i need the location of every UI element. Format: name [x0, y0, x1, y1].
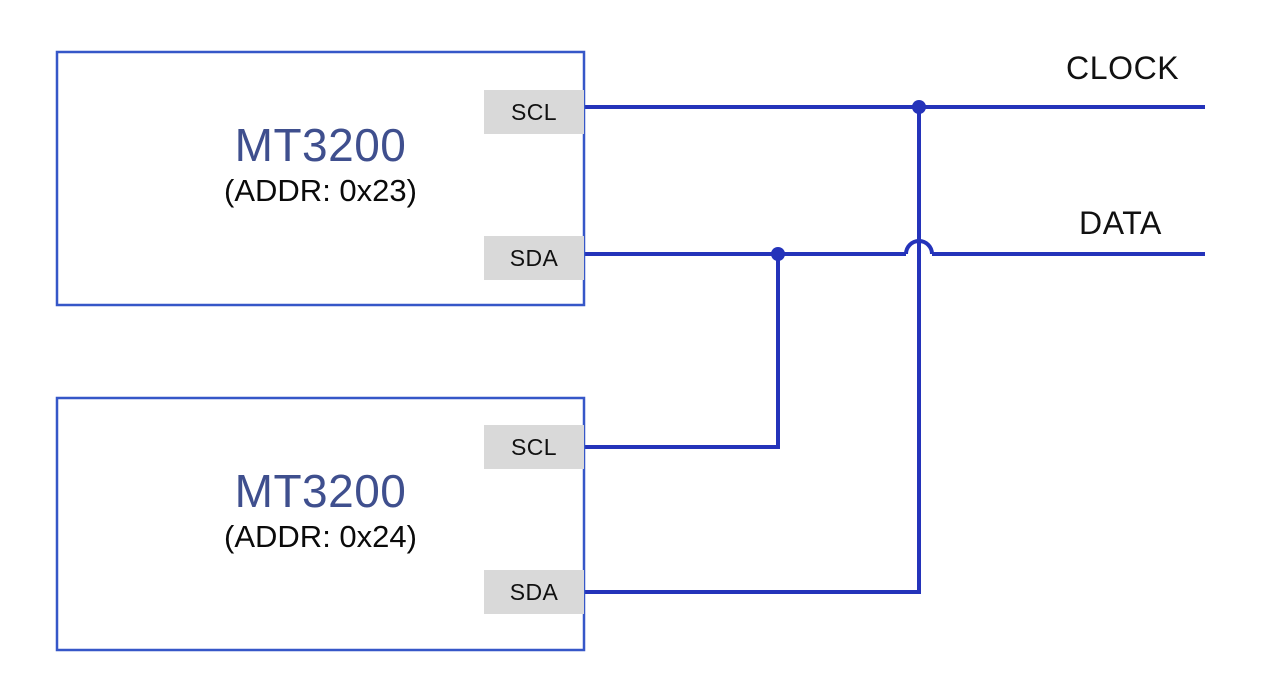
- clock-bus-junction-dot: [912, 100, 926, 114]
- chip-bottom-name: MT3200: [234, 465, 407, 517]
- wire-chip-bottom-scl-to-data-net: [584, 254, 780, 449]
- chip-top-pin-scl-label: SCL: [511, 98, 557, 125]
- chip-bottom-address: (ADDR: 0x24): [224, 518, 417, 554]
- chip-top-address: (ADDR: 0x23): [224, 172, 417, 208]
- chip-bottom-pin-scl[interactable]: SCL: [484, 425, 584, 469]
- chip-bottom[interactable]: MT3200 (ADDR: 0x24): [57, 398, 584, 650]
- chip-bottom-label-group: MT3200 (ADDR: 0x24): [57, 465, 584, 554]
- chip-bottom-pin-sda-label: SDA: [509, 578, 559, 605]
- chip-top-pin-sda[interactable]: SDA: [484, 236, 584, 280]
- chip-top-outline: [55, 50, 586, 307]
- chip-top-pin-scl[interactable]: SCL: [484, 90, 584, 134]
- bus-label-data: DATA: [1079, 205, 1162, 241]
- chip-bottom-outline: [55, 396, 586, 652]
- chip-top[interactable]: MT3200 (ADDR: 0x23): [57, 52, 584, 305]
- bus-label-clock: CLOCK: [1066, 50, 1180, 86]
- chip-top-pin-sda-label: SDA: [509, 244, 559, 271]
- chip-top-label-group: MT3200 (ADDR: 0x23): [57, 119, 584, 208]
- wire-chip-bottom-sda-to-clock-net: [584, 107, 921, 594]
- chip-top-name: MT3200: [234, 119, 407, 171]
- data-bus-junction-dot: [771, 247, 785, 261]
- chip-bottom-pin-sda[interactable]: SDA: [484, 570, 584, 614]
- chip-bottom-pin-scl-label: SCL: [511, 433, 557, 460]
